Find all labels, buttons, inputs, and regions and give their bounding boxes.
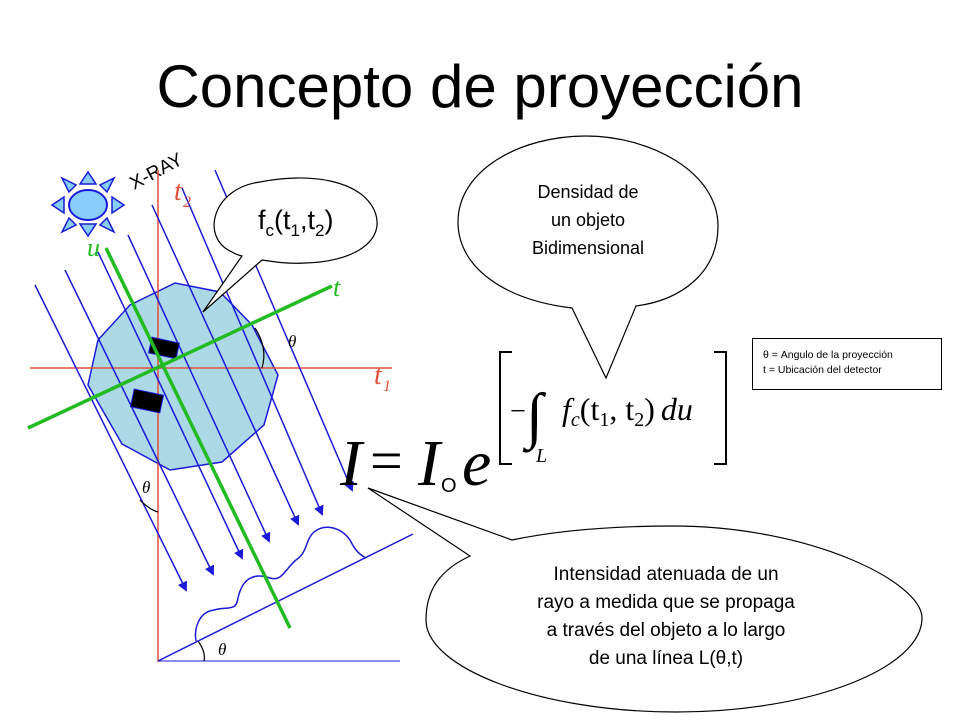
t2-axis-label: t 2 [174,176,191,211]
svg-text:O: O [441,475,457,497]
svg-text:Densidad de: Densidad de [537,182,638,202]
svg-text:rayo a medida que se propaga: rayo a medida que se propaga [537,592,795,613]
function-label: fc(t1,t2) [258,205,333,240]
theta-arc-1 [254,327,265,369]
svg-text:e: e [462,427,491,500]
u-axis-label: u [87,233,100,262]
svg-text:t: t [374,360,383,391]
theta-label-3: θ [218,640,226,659]
density-text: Densidad de un objeto Bidimensional [532,182,644,258]
xray-beams [34,169,354,592]
svg-text:de una línea L(θ,t): de una línea L(θ,t) [589,648,743,669]
slide-title: Concepto de proyección [156,53,804,120]
legend-box: θ = Angulo de la proyección t = Ubicació… [752,338,942,390]
svg-text:Intensidad atenuada de un: Intensidad atenuada de un [553,564,778,585]
svg-text:=: = [370,428,403,493]
svg-text:I: I [339,427,365,500]
t-axis [27,284,333,430]
svg-text:I: I [417,427,443,500]
svg-text:Bidimensional: Bidimensional [532,238,644,258]
theta-label-2: θ [142,478,150,497]
theta-arc-2 [139,499,159,513]
svg-text:un objeto: un objeto [551,210,625,230]
t-axis-label: t [333,273,341,302]
svg-text:1: 1 [383,378,391,395]
dense-region-2 [129,388,165,414]
projection-profile [194,526,367,642]
theta-arc-3 [197,640,205,662]
svg-text:L: L [535,445,547,467]
t1-axis-label: t 1 [374,360,391,395]
legend-t: t = Ubicación del detector [763,364,882,376]
attenuation-formula: I = I O e − ∫ L fc(t1, t2)du [339,351,727,500]
svg-text:fc(t1, t2)du: fc(t1, t2)du [562,391,693,431]
xray-source-icon [50,170,126,238]
u-axis [104,247,292,629]
density-callout [457,135,719,380]
svg-text:−: − [510,396,526,427]
svg-text:∫: ∫ [522,382,547,453]
svg-text:2: 2 [183,194,191,211]
object-shape [87,282,279,471]
intensity-callout [367,487,923,713]
function-callout [202,177,378,313]
svg-text:t: t [174,176,183,207]
intensity-text: Intensidad atenuada de un rayo a medida … [537,564,795,669]
legend-theta: θ = Angulo de la proyección [763,349,893,361]
detector-line [157,533,414,662]
theta-label-1: θ [288,332,296,351]
svg-text:a través del objeto a lo largo: a través del objeto a lo largo [547,620,786,641]
